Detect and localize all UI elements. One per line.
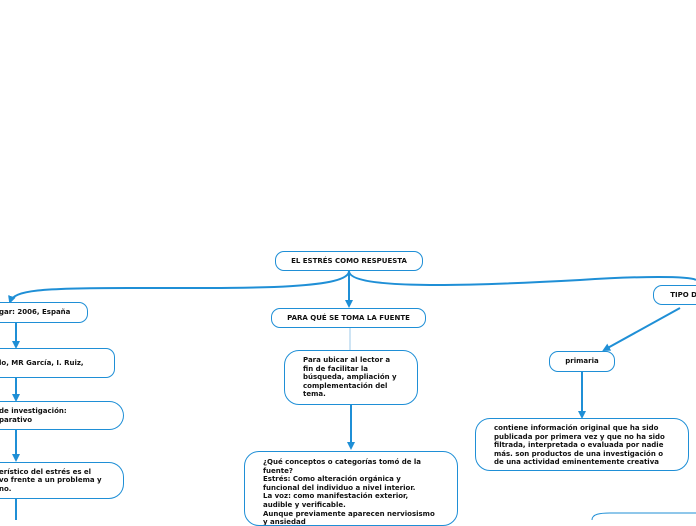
node-lugar[interactable]: gar: 2006, España <box>0 302 88 323</box>
partial-node-bottom-right <box>591 512 696 520</box>
node-tipo[interactable]: TIPO D <box>653 285 696 305</box>
node-caracteristico[interactable]: erístico del estrés es el vo frente a un… <box>0 462 124 499</box>
edge-root-to-tipo <box>348 270 696 286</box>
node-para-ubicar[interactable]: Para ubicar al lector a fin de facilitar… <box>284 350 418 405</box>
node-investigacion[interactable]: de investigación: parativo <box>0 401 124 430</box>
node-primaria[interactable]: primaria <box>549 351 615 372</box>
node-root[interactable]: EL ESTRÉS COMO RESPUESTA <box>275 251 423 271</box>
node-para-que[interactable]: PARA QUÉ SE TOMA LA FUENTE <box>271 308 426 328</box>
node-autores[interactable]: lo, MR García, I. Ruiz, <box>0 348 115 378</box>
node-contiene[interactable]: contiene información original que ha sid… <box>475 418 689 471</box>
node-conceptos[interactable]: ¿Qué conceptos o categorías tomó de la f… <box>244 451 458 526</box>
edge-root-to-lugar <box>8 270 350 304</box>
edge-tipo-to-primaria <box>602 307 681 351</box>
